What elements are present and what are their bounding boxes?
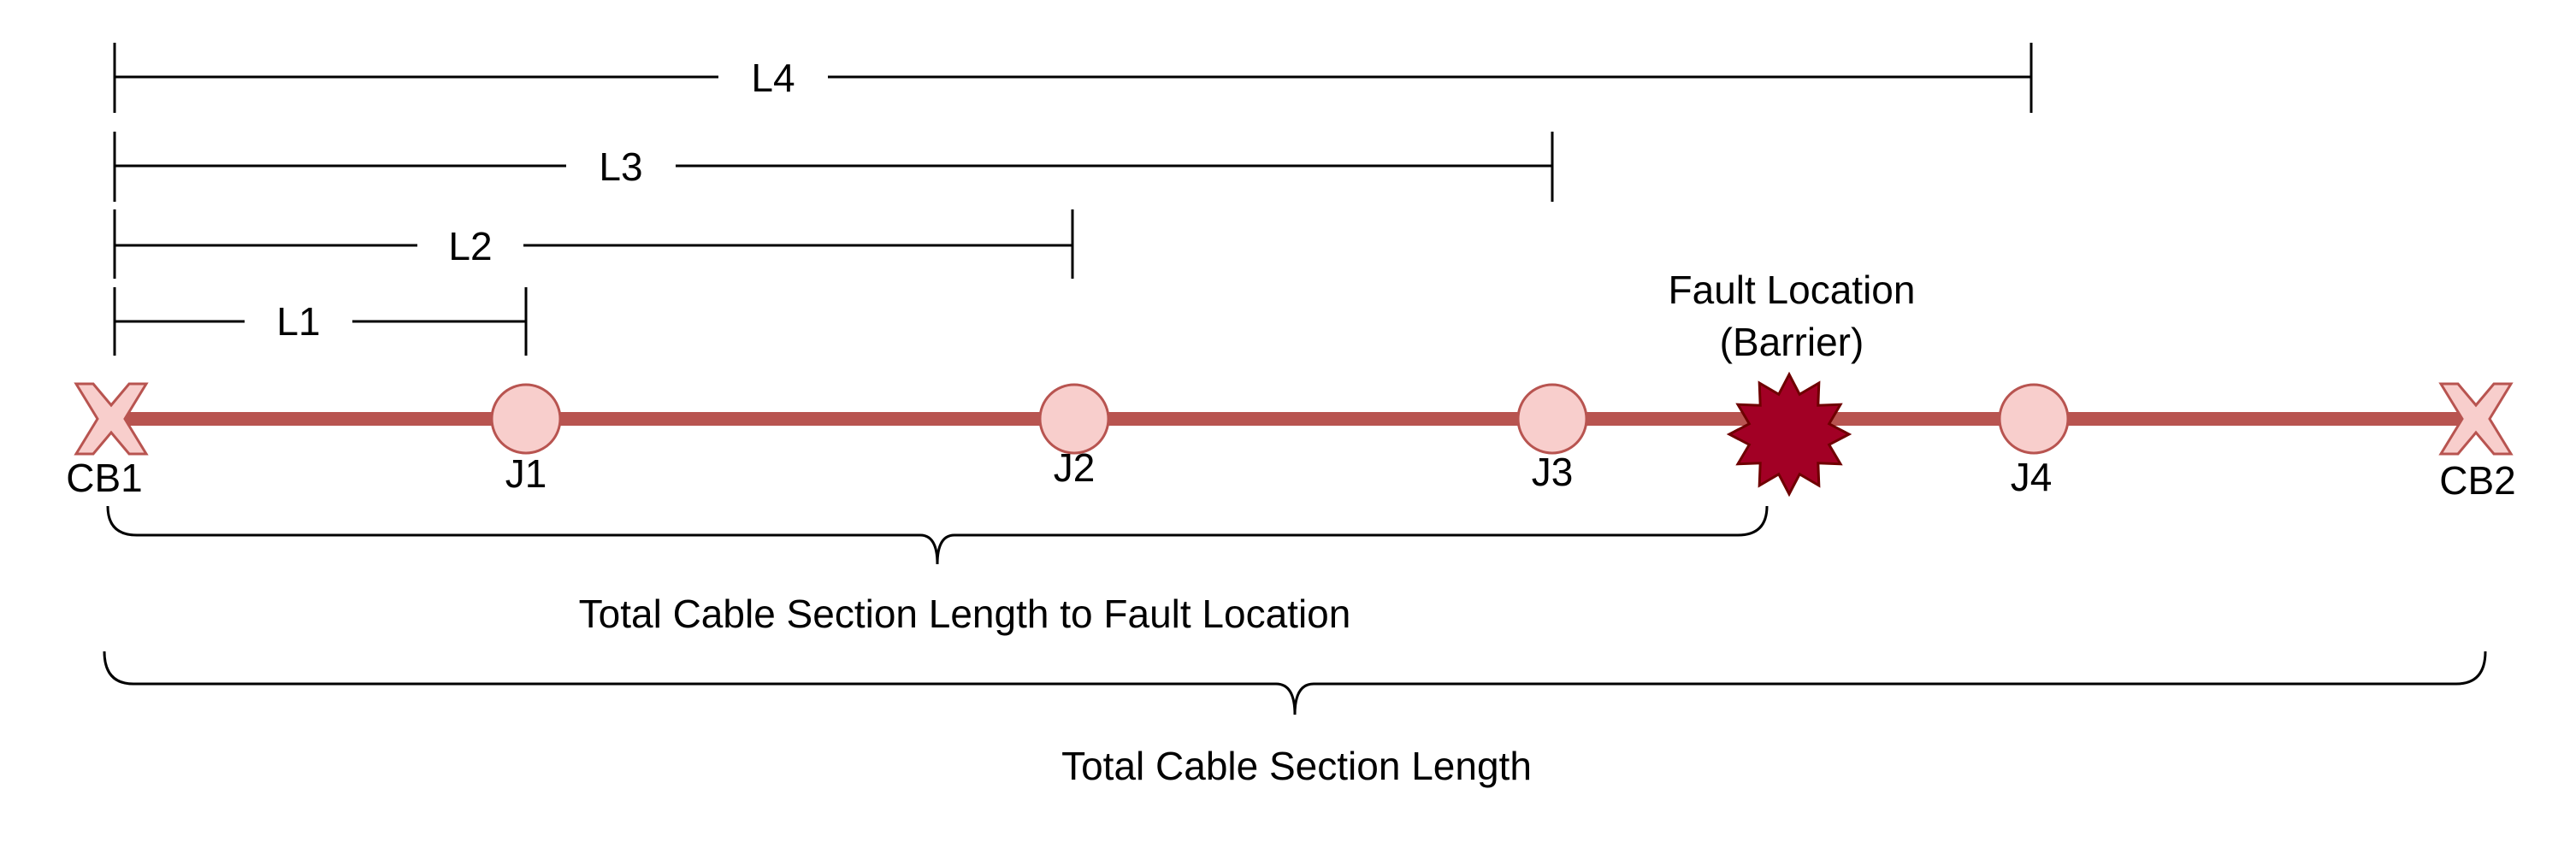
dimension-l3: L3	[113, 132, 1554, 202]
joint-j4-node	[1998, 383, 2070, 455]
dimension-label-l3: L3	[599, 144, 642, 189]
j3-label: J3	[1532, 450, 1574, 494]
cb2-breaker-icon	[2438, 382, 2514, 456]
cb2-label: CB2	[2439, 458, 2515, 503]
dimension-l4: L4	[113, 43, 2033, 113]
dimension-label-l4: L4	[751, 56, 795, 100]
fault-length-brace	[106, 505, 1769, 565]
joint-j1-node	[490, 383, 562, 455]
fault-location-label: Fault Location	[1669, 268, 1916, 312]
dimension-label-l2: L2	[448, 224, 492, 268]
j1-label: J1	[505, 451, 547, 496]
joint-j3-node	[1516, 383, 1588, 455]
fault-star-icon	[1726, 371, 1852, 498]
dimension-label-l1: L1	[276, 299, 320, 344]
dimension-l2: L2	[113, 209, 1074, 279]
cb1-label: CB1	[66, 456, 142, 500]
joint-j2-node	[1038, 383, 1110, 455]
total-length-brace	[103, 651, 2487, 716]
j2-label: J2	[1054, 445, 1096, 490]
fault-location-sublabel: (Barrier)	[1720, 320, 1864, 364]
total-length-label: Total Cable Section Length	[1061, 744, 1532, 788]
dimension-l1: L1	[113, 287, 528, 356]
cb1-breaker-icon	[74, 382, 149, 456]
j4-label: J4	[2011, 455, 2053, 499]
fault-length-label: Total Cable Section Length to Fault Loca…	[579, 592, 1351, 636]
